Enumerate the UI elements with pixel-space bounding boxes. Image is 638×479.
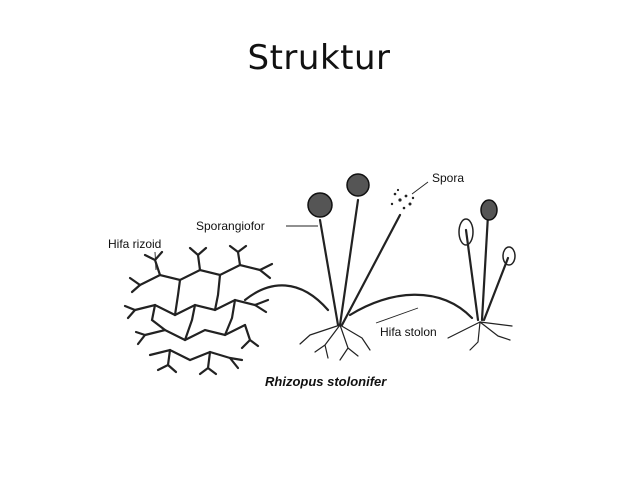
rhizopus-diagram: Sporangiofor Spora Hifa rizoid Hifa stol… [108,171,516,389]
label-hifa-rizoid: Hifa rizoid [108,237,161,251]
sporangiophore-cluster [299,173,415,361]
label-hifa-stolon: Hifa stolon [380,325,437,339]
released-spores [390,188,415,210]
label-sporangiofor: Sporangiofor [196,219,265,233]
stolon-right [348,293,474,320]
label-spora: Spora [432,171,464,185]
slide-title: Struktur [247,38,391,78]
young-sporangiophore-cluster [447,199,516,351]
rhizoid-network [123,244,274,376]
hifa-stolon-leader [375,307,419,324]
sporangium [346,173,370,197]
spora-leader [411,181,429,195]
hifa-rizoid-leader [154,251,157,271]
sporangium [307,192,333,218]
diagram-caption: Rhizopus stolonifer [265,374,387,389]
stolon-left [243,284,330,312]
